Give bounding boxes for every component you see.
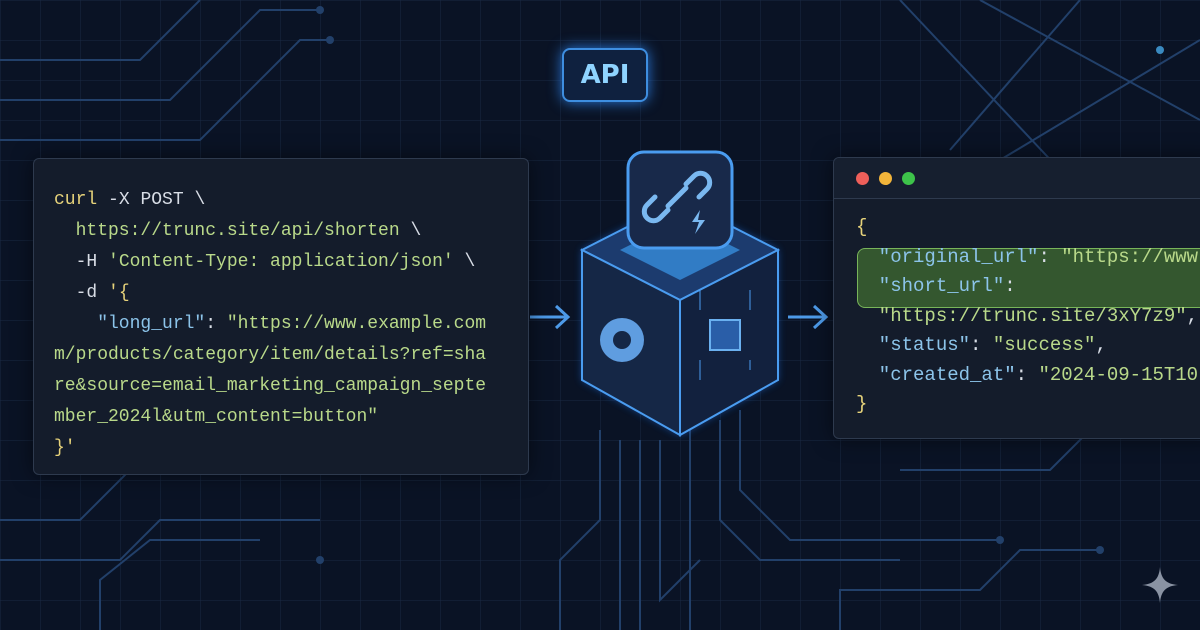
code-token: "long_url": [54, 314, 206, 334]
api-label: API: [580, 60, 630, 90]
code-token: "status": [856, 334, 971, 356]
code-token: \: [399, 221, 422, 241]
code-token: '{: [108, 283, 130, 303]
code-token: }': [54, 438, 76, 458]
code-token: }: [856, 393, 868, 415]
minimize-button[interactable]: [879, 172, 892, 185]
code-token: -d: [54, 283, 109, 303]
code-token: "https://trunc.site/3xY7z9": [856, 304, 1187, 327]
close-button[interactable]: [856, 172, 869, 185]
code-line: curl -X POST \: [54, 185, 486, 216]
arrow-right-icon: [788, 304, 829, 330]
code-line: }: [856, 390, 1200, 420]
api-chip-badge: API: [562, 48, 648, 102]
code-token: \: [183, 190, 206, 210]
code-token: "original_url": [856, 245, 1039, 268]
code-line: "https://trunc.site/3xY7z9",: [856, 302, 1200, 332]
window-titlebar: [834, 158, 1200, 199]
link-lightning-icon: [641, 170, 713, 224]
code-line: "created_at": "2024-09-15T10:00: [856, 361, 1200, 391]
response-code: { "original_url": "https://www.example.c…: [856, 213, 1200, 420]
code-token: :: [970, 334, 993, 356]
code-line: {: [856, 213, 1200, 243]
arrow-right-icon: [530, 304, 571, 330]
code-token: \: [453, 252, 476, 272]
code-line: "long_url": "https://www.example.com: [54, 309, 486, 340]
code-token: ,: [1186, 304, 1199, 327]
code-token: :: [205, 314, 227, 334]
api-processing-cube: [579, 150, 781, 437]
curl-request-panel: curl -X POST \ https://trunc.site/api/sh…: [33, 158, 529, 475]
code-token: "2024-09-15T10:00: [1038, 363, 1200, 386]
code-token: "created_at": [856, 363, 1016, 386]
code-line: -H 'Content-Type: application/json' \: [54, 247, 486, 278]
json-response-window: { "original_url": "https://www.example.c…: [833, 157, 1200, 439]
code-line: "status": "success",: [856, 331, 1200, 361]
code-token: m/products/category/item/details?ref=sha: [54, 345, 487, 365]
request-code: curl -X POST \ https://trunc.site/api/sh…: [54, 185, 486, 464]
code-token: ,: [1095, 334, 1107, 356]
code-token: -H: [54, 252, 109, 272]
code-token: :: [1004, 275, 1016, 297]
code-line: }': [54, 433, 486, 464]
code-token: curl: [54, 190, 98, 210]
code-token: :: [1038, 245, 1062, 268]
code-token: 'Content-Type: application/json': [108, 252, 454, 272]
gear-icon: [600, 318, 644, 362]
code-token: "https://www.example.com: [226, 314, 487, 334]
code-token: -X: [97, 190, 141, 210]
code-token: https://trunc.site/api/shorten: [54, 221, 400, 241]
short-url-highlight: [857, 248, 1200, 308]
code-token: POST: [140, 190, 184, 210]
code-line: -d '{: [54, 278, 486, 309]
code-line: re&source=email_marketing_campaign_septe: [54, 371, 486, 402]
code-token: re&source=email_marketing_campaign_septe: [54, 376, 487, 396]
circuit-chip-icon: [699, 290, 751, 380]
code-line: "original_url": "https://www.example.com: [856, 243, 1200, 273]
code-token: "short_url": [856, 275, 1005, 297]
code-token: :: [1015, 363, 1039, 386]
code-token: "https://www.example.com: [1061, 245, 1200, 268]
sparkle-icon: [1142, 567, 1178, 603]
code-token: mber_2024l&utm_content=button": [54, 407, 379, 427]
code-token: {: [856, 216, 868, 238]
code-line: https://trunc.site/api/shorten \: [54, 216, 486, 247]
code-line: m/products/category/item/details?ref=sha: [54, 340, 486, 371]
maximize-button[interactable]: [902, 172, 915, 185]
code-line: mber_2024l&utm_content=button": [54, 402, 486, 433]
code-token: "success": [992, 334, 1096, 356]
code-line: "short_url":: [856, 272, 1200, 302]
